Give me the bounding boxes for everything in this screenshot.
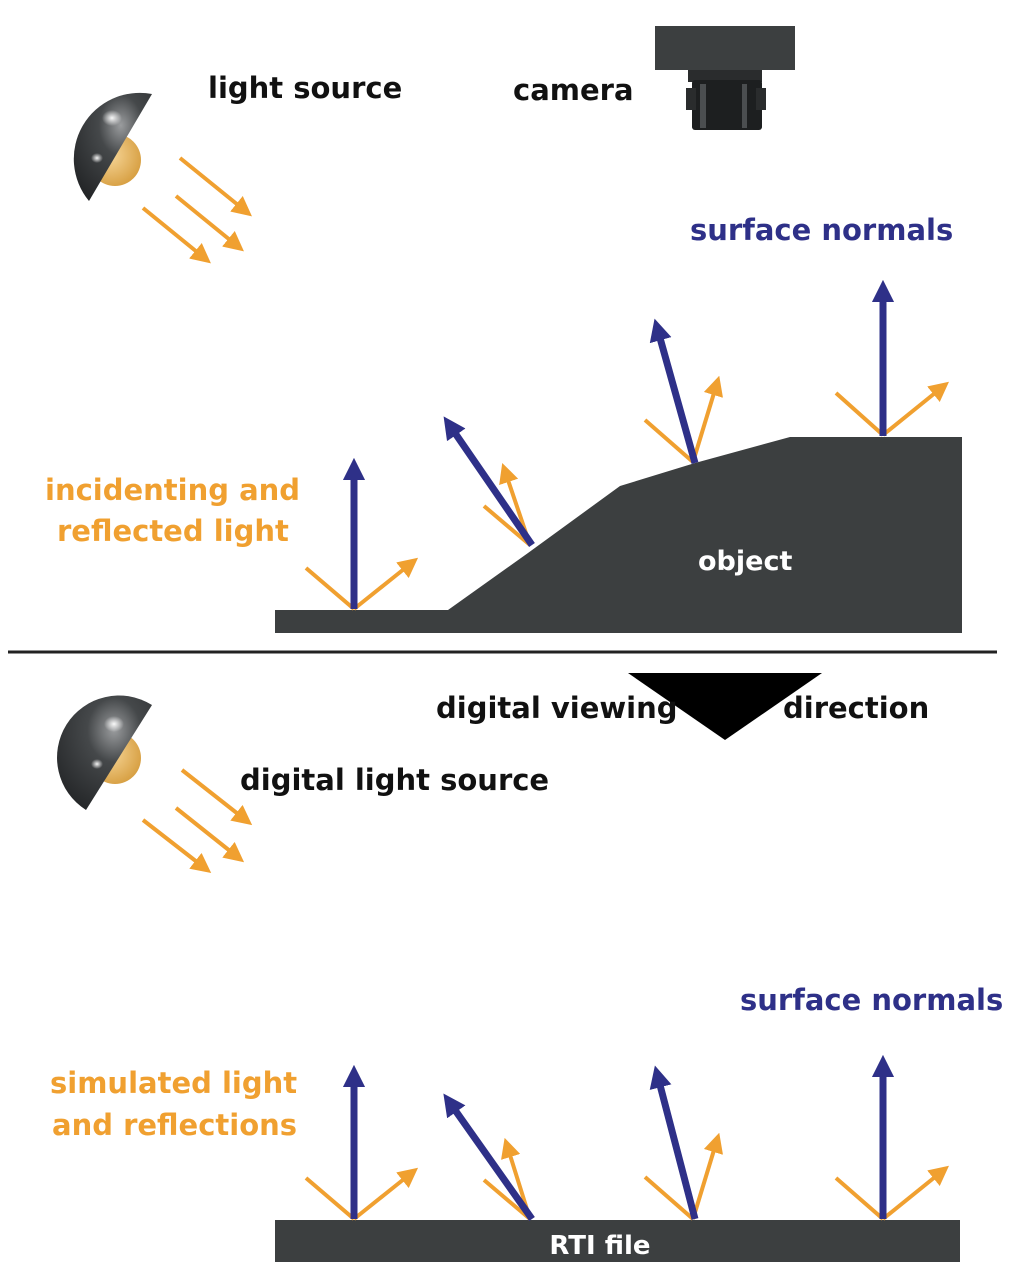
reflection-rays-top-3 [643, 375, 723, 464]
camera-icon [655, 26, 795, 130]
incident-light-rays [141, 156, 252, 264]
surface-normal-arrow-top-3 [649, 318, 699, 464]
light-source-icon [73, 92, 152, 201]
surface-normals-label-top: surface normals [690, 213, 953, 247]
camera-label: camera [513, 73, 634, 107]
digital-light-source-label: digital light source [240, 763, 549, 797]
reflection-rays-top-4 [834, 381, 950, 437]
simulated-light-label-line2: and reflections [52, 1108, 297, 1142]
reflection-rays-top-1 [304, 557, 419, 611]
surface-normal-arrow-top-2 [443, 416, 535, 547]
rti-file-bar [275, 1220, 960, 1262]
light-source-label: light source [208, 71, 402, 105]
surface-normal-arrow-bottom-2 [443, 1093, 535, 1222]
simulated-light-label-line1: simulated light [50, 1066, 297, 1100]
surface-normals-label-bottom: surface normals [740, 983, 1003, 1017]
object-shape [275, 437, 962, 633]
digital-light-source-icon [57, 695, 152, 810]
simulated-reflection-rays-1 [304, 1167, 419, 1221]
incident-light-label-line2: reflected light [57, 514, 289, 548]
surface-normal-arrow-bottom-3 [649, 1065, 699, 1220]
viewing-label-left: digital viewing [436, 691, 678, 725]
simulated-reflection-rays-4 [834, 1165, 950, 1221]
incident-light-label-line1: incidenting and [45, 473, 300, 507]
digital-light-rays [141, 768, 253, 874]
viewing-direction-triangle-icon [628, 673, 822, 740]
object-label: object [698, 546, 792, 577]
rti-file-label: RTI file [549, 1231, 650, 1261]
simulated-reflection-rays-3 [643, 1132, 723, 1221]
viewing-label-right: direction [783, 691, 929, 725]
